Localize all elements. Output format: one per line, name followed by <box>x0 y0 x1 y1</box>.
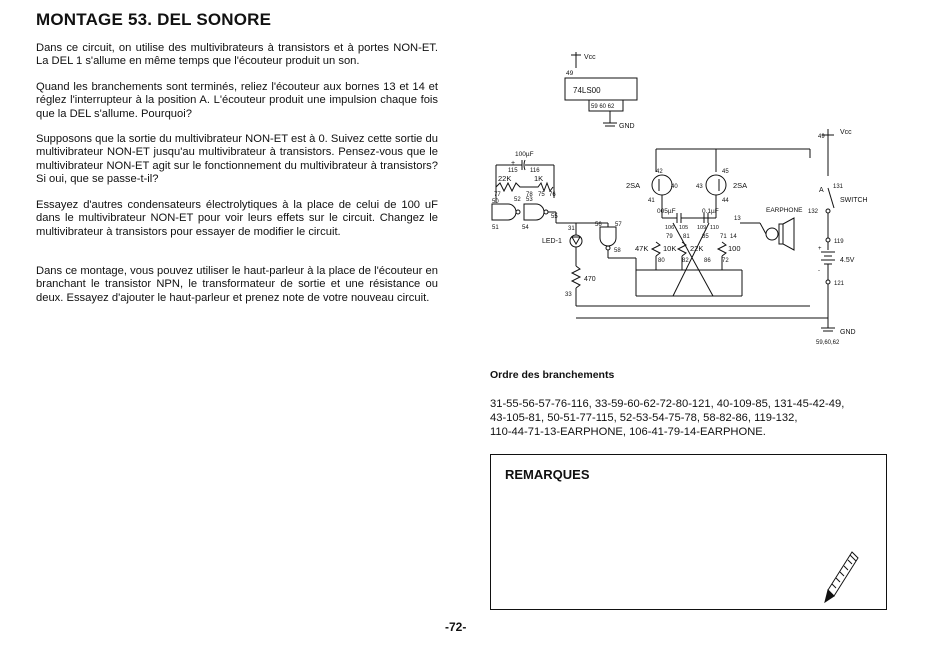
resistor-10k-label: 10K <box>663 244 676 253</box>
q1-type-label: 2SA <box>626 181 640 190</box>
terminal-57: 57 <box>615 222 622 228</box>
terminal-119: 119 <box>834 239 844 245</box>
terminal-132: 132 <box>808 209 819 215</box>
terminal-56: 56 <box>595 222 602 228</box>
nand-multivibrator: 100µF + 115 116 22K 1K 77 78 75 76 50 52… <box>491 151 558 231</box>
terminal-40: 40 <box>671 184 678 190</box>
terminal-52: 52 <box>514 197 521 203</box>
remarks-title: REMARQUES <box>505 467 590 482</box>
connections-heading: Ordre des branchements <box>490 369 615 381</box>
terminal-14: 14 <box>730 234 737 240</box>
vcc-right-label: Vcc <box>840 129 852 136</box>
connections-line: 31-55-56-57-76-116, 33-59-60-62-72-80-12… <box>490 398 845 410</box>
terminal-131: 131 <box>833 184 844 190</box>
terminal-55: 55 <box>551 214 558 220</box>
earphone-label: EARPHONE <box>766 207 803 214</box>
page-number: -72- <box>445 620 467 634</box>
terminal-33: 33 <box>565 292 572 298</box>
ic-vcc-label: Vcc <box>584 54 596 61</box>
terminal-77: 77 <box>494 192 501 198</box>
connections-list: 31-55-56-57-76-116, 33-59-60-62-72-80-12… <box>490 397 930 439</box>
terminal-76: 76 <box>549 192 556 198</box>
battery-plus: + <box>818 246 822 252</box>
terminal-109: 109 <box>697 225 706 231</box>
terminal-80: 80 <box>658 258 665 264</box>
resistor-100-label: 100 <box>728 244 741 253</box>
terminal-75: 75 <box>538 192 545 198</box>
resistor-1k-label: 1K <box>534 174 543 183</box>
pencil-icon <box>824 551 859 604</box>
terminal-105: 105 <box>679 225 688 231</box>
terminal-42: 42 <box>656 169 663 175</box>
terminal-81: 81 <box>683 234 690 240</box>
connections-line: 110-44-71-13-EARPHONE, 106-41-79-14-EARP… <box>490 426 766 438</box>
terminal-44: 44 <box>722 198 729 204</box>
gnd-terminals: 59,60,62 <box>816 340 840 346</box>
ic-74ls00-block: Vcc 49 74LS00 59 60 62 GND <box>564 52 638 130</box>
switch-label: SWITCH <box>840 197 868 204</box>
paragraph-suppose: Supposons que la sortie du multivibrateu… <box>36 133 438 186</box>
terminal-45: 45 <box>722 169 729 175</box>
terminal-106: 106 <box>665 225 674 231</box>
terminal-116: 116 <box>530 168 540 174</box>
terminal-13: 13 <box>734 216 741 222</box>
terminal-110: 110 <box>710 225 719 231</box>
paragraph-speaker: Dans ce montage, vous pouvez utiliser le… <box>36 265 438 304</box>
terminal-51: 51 <box>492 225 499 231</box>
ic-terminal-49: 49 <box>566 70 574 77</box>
gnd-label: GND <box>840 329 856 336</box>
cap-005-label: 005µF <box>657 208 676 215</box>
switch-position-a: A <box>819 187 824 194</box>
transistor-multivibrator: 2SA 42 40 41 43 45 2SA 44 005µF 0.1µF 10… <box>576 148 828 319</box>
resistor-47k-label: 47K <box>635 244 648 253</box>
led-branch: 31 LED-1 470 33 56 57 58 <box>542 212 622 306</box>
ic-gnd-label: GND <box>619 123 635 130</box>
terminal-79: 79 <box>666 234 673 240</box>
remarks-box: REMARQUES <box>490 454 887 610</box>
resistor-22k-label: 22K <box>498 174 511 183</box>
connections-line: 43-105-81, 50-51-77-115, 52-53-54-75-78,… <box>490 412 798 424</box>
terminal-72: 72 <box>722 258 729 264</box>
terminal-54: 54 <box>522 225 529 231</box>
terminal-41: 41 <box>648 198 655 204</box>
led-label: LED-1 <box>542 238 562 245</box>
battery-minus: - <box>818 268 820 274</box>
paragraph-capacitors: Essayez d'autres condensateurs électroly… <box>36 199 438 238</box>
page-title: MONTAGE 53. DEL SONORE <box>36 10 272 29</box>
terminal-43: 43 <box>696 184 703 190</box>
resistor-470-label: 470 <box>584 276 596 283</box>
paragraph-connections: Quand les branchements sont terminés, re… <box>36 81 438 120</box>
switch-battery: Vcc 49 A 131 SWITCH 132 119 + 4.5V - 121… <box>808 129 868 346</box>
q2-type-label: 2SA <box>733 181 747 190</box>
terminal-58: 58 <box>614 248 621 254</box>
cap-100uf-label: 100µF <box>515 151 534 158</box>
ic-name: 74LS00 <box>573 86 601 95</box>
cap-plus: + <box>511 160 515 167</box>
cap-01-label: 0.1µF <box>702 208 719 215</box>
paragraph-intro: Dans ce circuit, on utilise des multivib… <box>36 42 438 68</box>
battery-label: 4.5V <box>840 257 855 264</box>
circuit-diagram: Vcc 49 74LS00 59 60 62 GND 100µF + 115 1… <box>491 52 868 346</box>
terminal-86: 86 <box>704 258 711 264</box>
earphone: EARPHONE <box>740 207 803 251</box>
terminal-115: 115 <box>508 168 518 174</box>
terminal-78: 78 <box>526 192 533 198</box>
terminal-31: 31 <box>568 226 575 232</box>
remarks-border <box>886 454 887 610</box>
ic-pins: 59 60 62 <box>591 104 615 110</box>
terminal-82: 82 <box>682 258 689 264</box>
terminal-85: 85 <box>702 234 709 240</box>
terminal-49-right: 49 <box>818 134 825 140</box>
terminal-50: 50 <box>492 199 499 205</box>
terminal-121: 121 <box>834 281 845 287</box>
terminal-71: 71 <box>720 234 727 240</box>
terminal-53: 53 <box>526 197 533 203</box>
